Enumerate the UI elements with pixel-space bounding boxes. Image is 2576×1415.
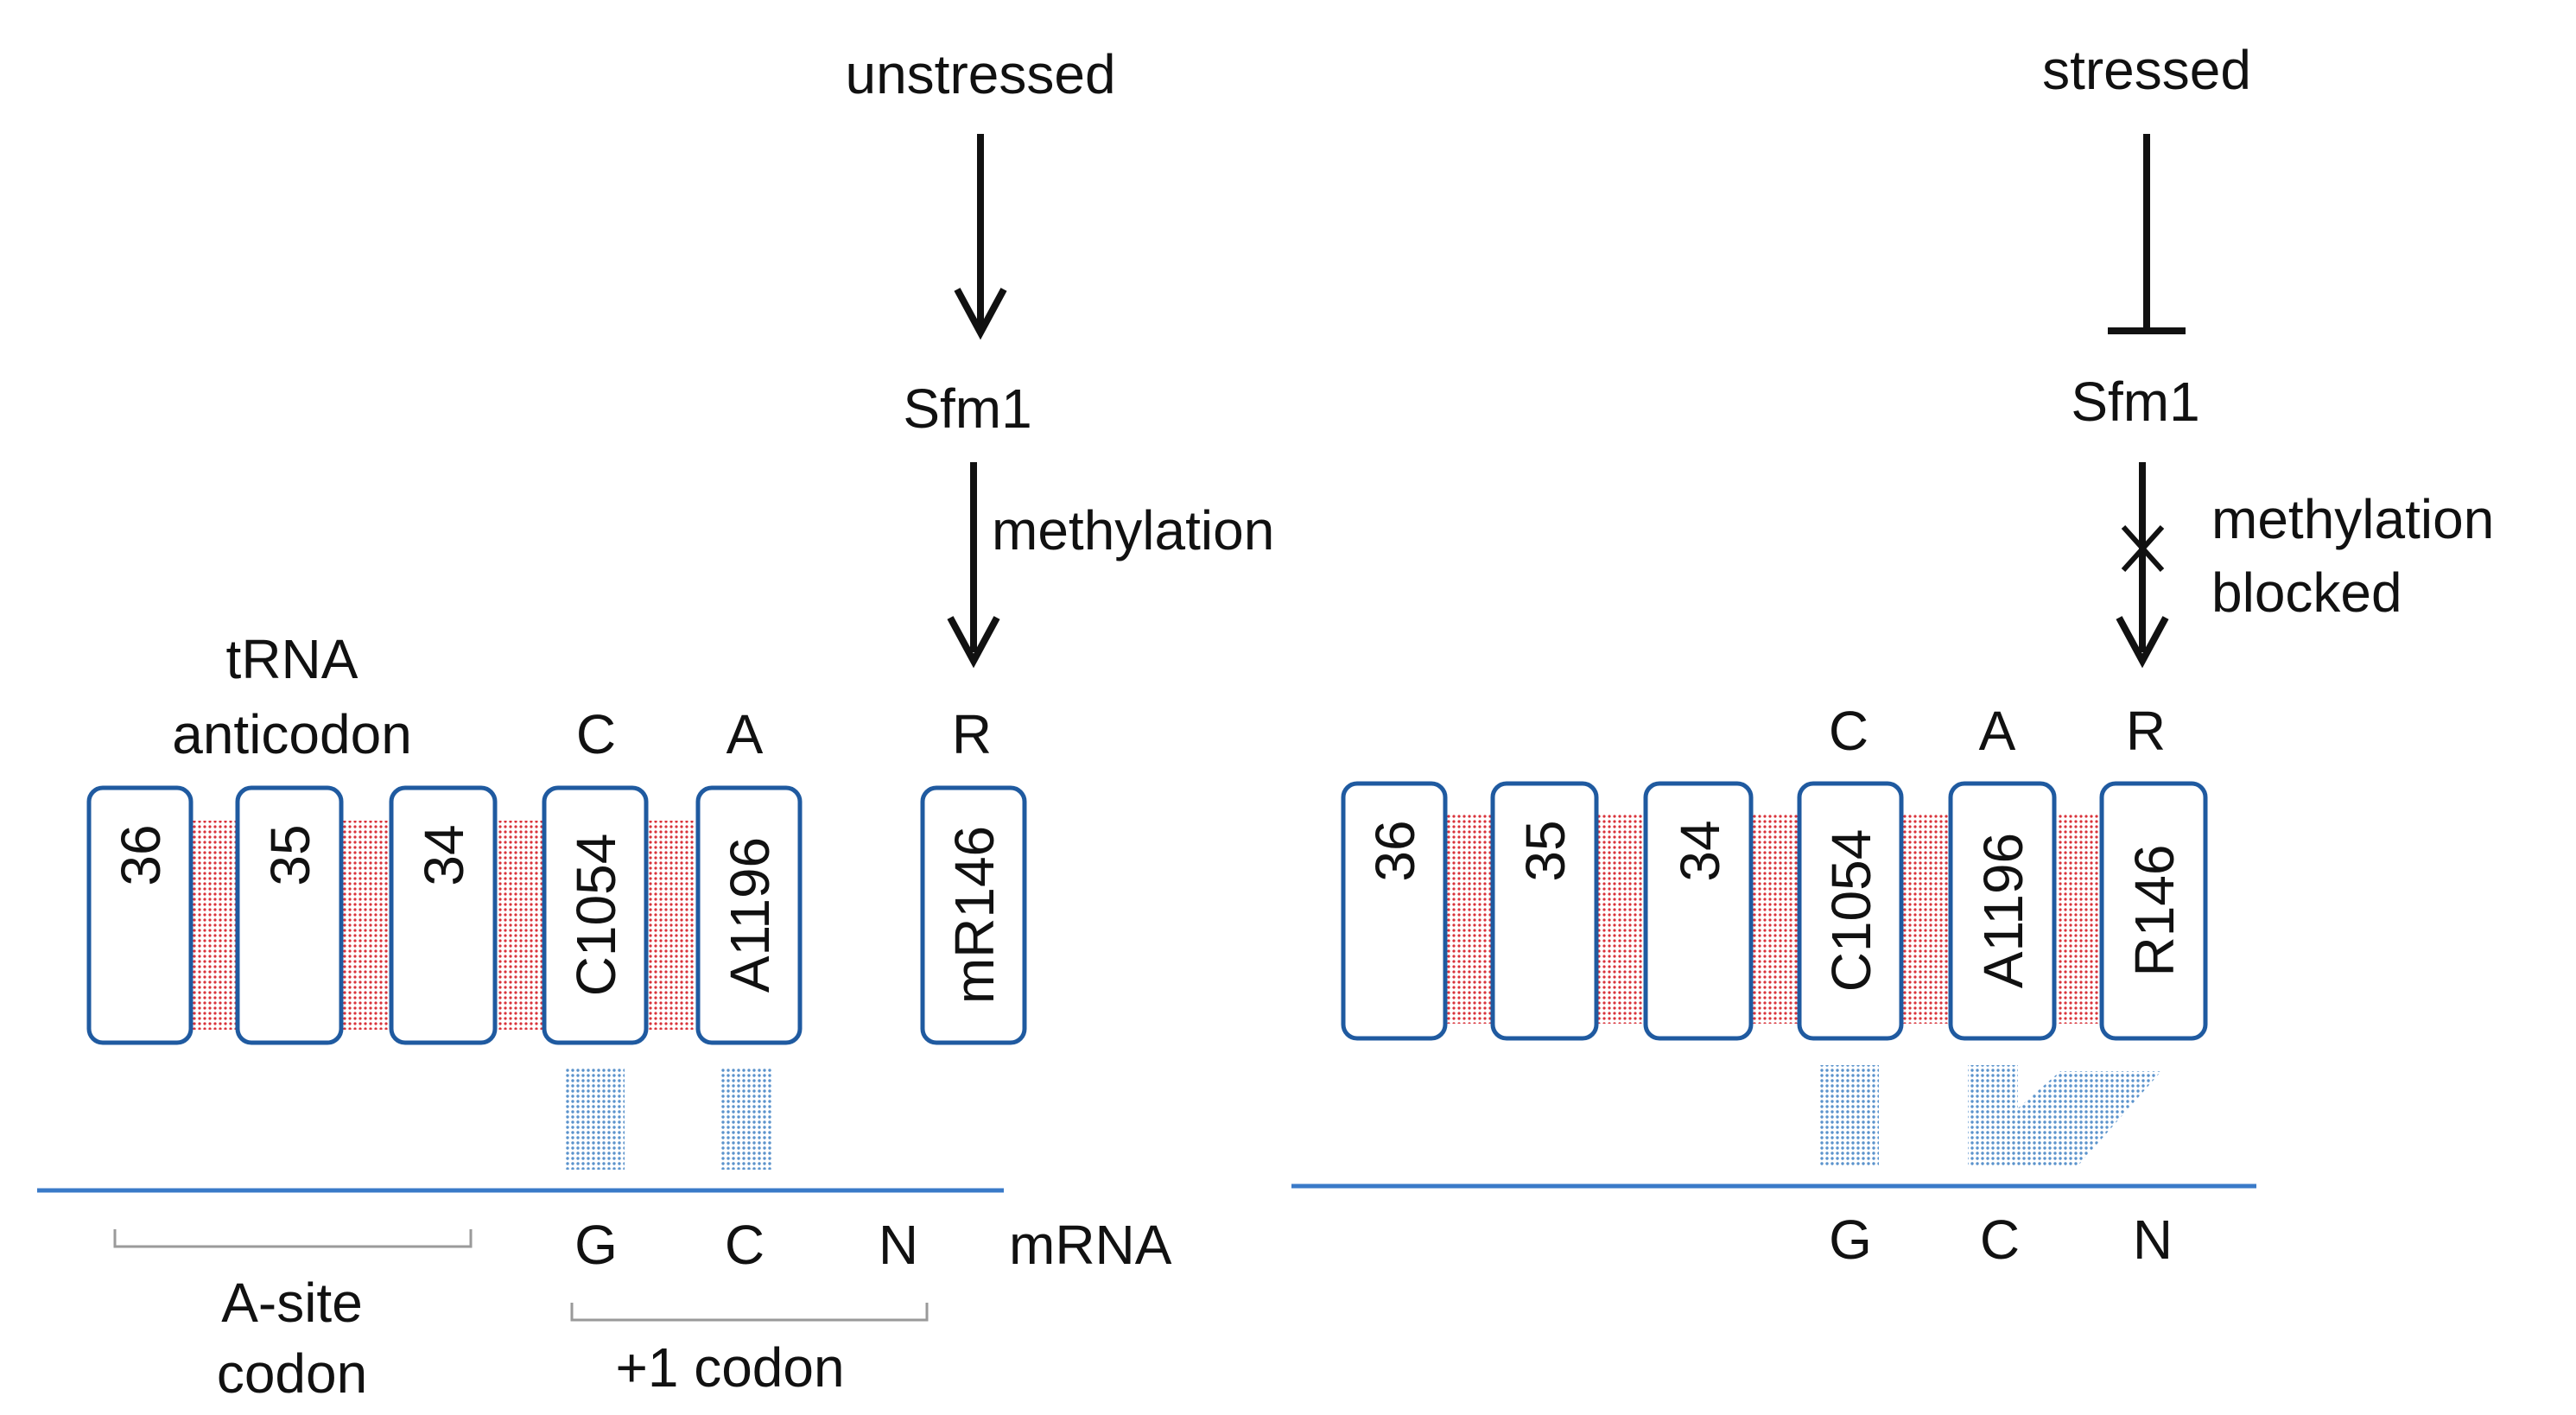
right-red-contact-2: [1596, 815, 1647, 1024]
left-box-label-35: 35: [259, 824, 321, 885]
trna-label-line1: tRNA: [226, 628, 358, 690]
left-box-36: [86, 785, 194, 1045]
right-red-contact-3: [1751, 815, 1799, 1024]
plus1-bracket: [570, 1303, 929, 1322]
right-box-label-c1054: C1054: [1820, 829, 1882, 993]
left-mrna-letter-c: C: [725, 1214, 765, 1276]
right-top-letter-r: R: [2126, 700, 2166, 762]
asite-label-line1: A-site: [221, 1272, 363, 1334]
right-box-a1196: [1948, 781, 2057, 1041]
right-top-letter-a: A: [1979, 700, 2016, 762]
left-box-label-34: 34: [413, 824, 475, 885]
block-cross-line-b: [2121, 524, 2165, 573]
left-red-contact-1: [188, 821, 238, 1030]
left-methylation-arrowhead: [947, 616, 1000, 669]
left-box-mr146: [920, 785, 1027, 1045]
left-top-letter-r: R: [952, 703, 992, 765]
left-condition-label: unstressed: [845, 43, 1115, 105]
left-mrna-letter-n: N: [879, 1214, 918, 1276]
right-box-r146: [2099, 781, 2208, 1041]
mrna-label: mRNA: [1009, 1214, 1172, 1276]
left-activation-arrowhead: [954, 288, 1007, 340]
asite-label-line2: codon: [217, 1342, 367, 1405]
plus1-codon-label: +1 codon: [615, 1336, 844, 1399]
left-panel: unstressed Sfm1 methylation tRNA anticod…: [37, 43, 1274, 1405]
right-box-34: [1643, 781, 1754, 1041]
right-mrna-letter-n: N: [2133, 1209, 2173, 1271]
right-red-contact-5: [2053, 815, 2104, 1024]
right-mrna-letter-g: G: [1829, 1209, 1872, 1271]
left-red-contact-3: [495, 821, 544, 1030]
right-red-contact-4: [1900, 815, 1952, 1024]
right-blue-contact-a-r: [1968, 1065, 2161, 1166]
right-box-label-34: 34: [1669, 820, 1731, 881]
left-process-label: methylation: [992, 499, 1274, 562]
left-box-label-mr146: mR146: [943, 826, 1006, 1004]
right-mrna-letter-c: C: [1980, 1209, 2020, 1271]
left-box-label-36: 36: [110, 824, 172, 885]
right-box-36: [1341, 781, 1448, 1041]
left-top-letter-c: C: [576, 703, 616, 765]
left-blue-contact-a: [720, 1069, 771, 1170]
left-box-label-a1196: A1196: [719, 837, 781, 993]
right-box-label-36: 36: [1364, 820, 1426, 881]
right-box-label-35: 35: [1514, 820, 1577, 881]
left-box-label-c1054: C1054: [565, 834, 627, 997]
right-box-35: [1490, 781, 1599, 1041]
right-box-label-a1196: A1196: [1972, 833, 2034, 988]
left-box-35: [235, 785, 344, 1045]
right-top-letter-c: C: [1829, 700, 1869, 762]
left-blue-contact-c: [566, 1069, 625, 1170]
right-blue-contact-c: [1818, 1065, 1879, 1166]
right-panel: stressed Sfm1 methylation blocked C A R …: [1291, 39, 2494, 1271]
left-red-contact-2: [339, 821, 391, 1030]
left-box-34: [389, 785, 498, 1045]
right-process-label-line2: blocked: [2211, 562, 2402, 624]
right-box-label-r146: R146: [2123, 845, 2186, 977]
right-red-contact-1: [1443, 815, 1494, 1024]
left-box-c1054: [542, 785, 649, 1045]
trna-label-line2: anticodon: [172, 703, 412, 765]
left-red-contact-4: [646, 821, 697, 1030]
asite-bracket: [113, 1229, 473, 1248]
right-condition-label: stressed: [2042, 39, 2251, 101]
left-box-a1196: [695, 785, 803, 1045]
right-enzyme-label: Sfm1: [2071, 371, 2199, 433]
left-enzyme-label: Sfm1: [903, 378, 1031, 440]
left-top-letter-a: A: [726, 703, 764, 765]
right-methylation-arrowhead: [2116, 616, 2169, 669]
right-box-c1054: [1797, 781, 1904, 1041]
right-process-label-line1: methylation: [2211, 488, 2494, 550]
left-mrna-letter-g: G: [574, 1214, 618, 1276]
